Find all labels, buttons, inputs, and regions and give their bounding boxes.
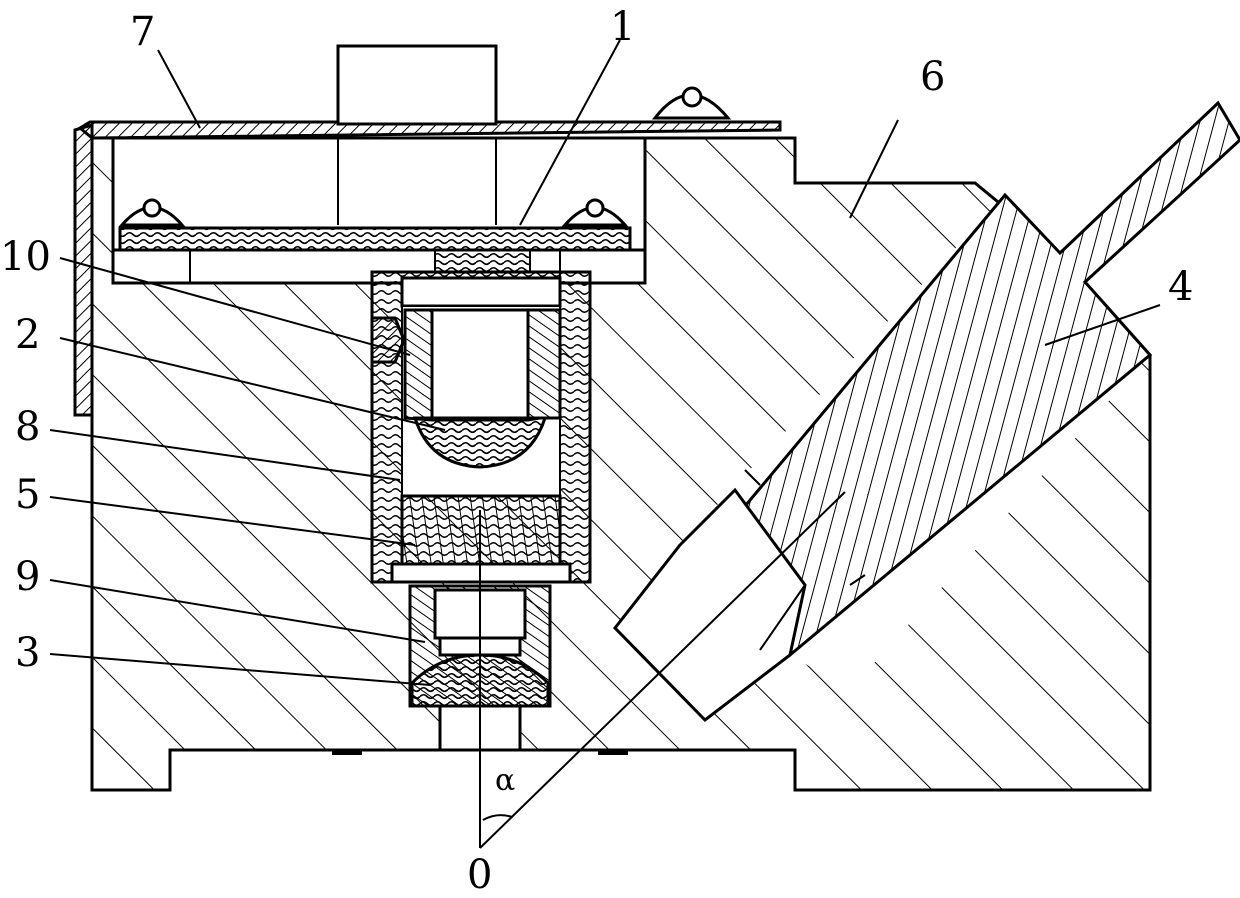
label-9: 9 — [15, 554, 40, 600]
bottom-bump — [332, 750, 362, 755]
label-5: 5 — [15, 472, 40, 518]
label-8: 8 — [15, 404, 40, 450]
angle-arc — [483, 815, 512, 820]
label-10: 10 — [0, 234, 51, 280]
label-4: 4 — [1168, 264, 1193, 310]
label-2: 2 — [15, 312, 40, 358]
label-1: 1 — [610, 4, 635, 50]
cartridge-cap — [402, 278, 560, 306]
plate-stem — [435, 250, 530, 272]
upper-sleeve-bore — [432, 310, 528, 418]
screw-head-icon — [144, 200, 160, 216]
side-plug — [372, 318, 404, 362]
label-6: 6 — [920, 54, 945, 100]
label-3: 3 — [15, 630, 40, 676]
label-origin: 0 — [467, 852, 492, 898]
screw-head-icon — [683, 88, 701, 106]
label-angle: α — [495, 763, 515, 798]
bottom-bump — [598, 750, 628, 755]
top-connector — [338, 46, 496, 124]
label-7: 7 — [130, 9, 155, 55]
screw-head-icon — [587, 200, 603, 216]
left-side-plate — [75, 125, 92, 415]
leader-line-7 — [158, 50, 200, 128]
circuit-plate — [120, 228, 630, 250]
